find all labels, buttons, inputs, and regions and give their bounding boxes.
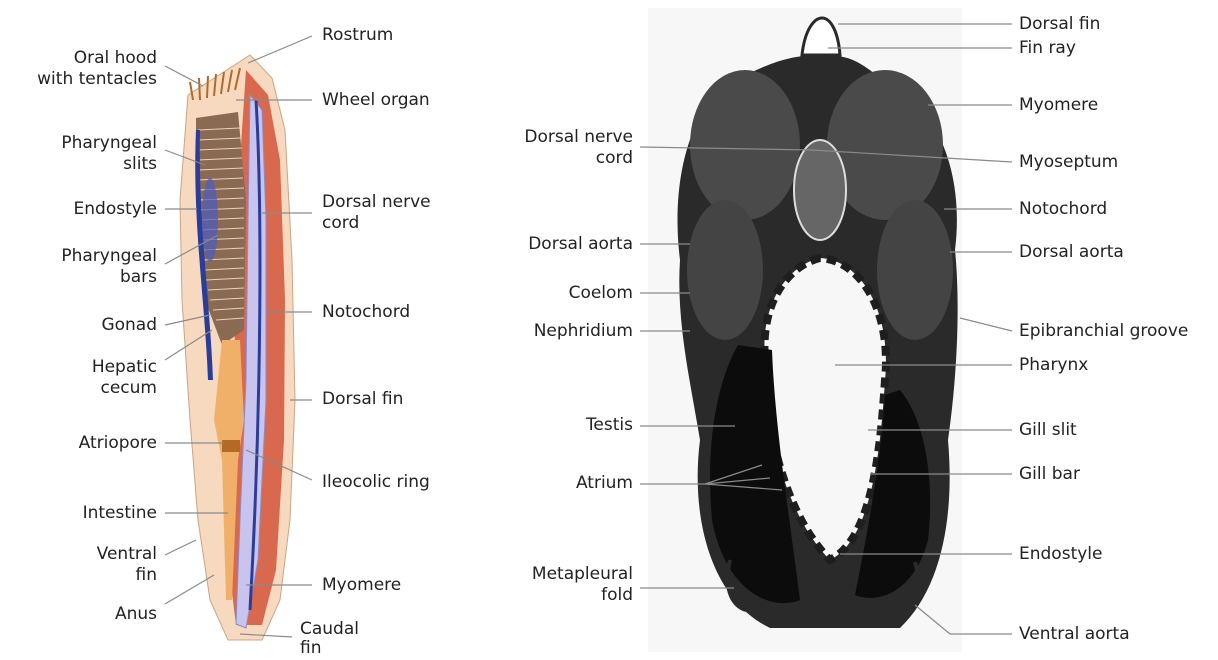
right-leader-lines	[0, 0, 1218, 660]
amphioxus-anatomy-figure: Oral hood with tentacles Pharyngeal slit…	[0, 0, 1218, 660]
